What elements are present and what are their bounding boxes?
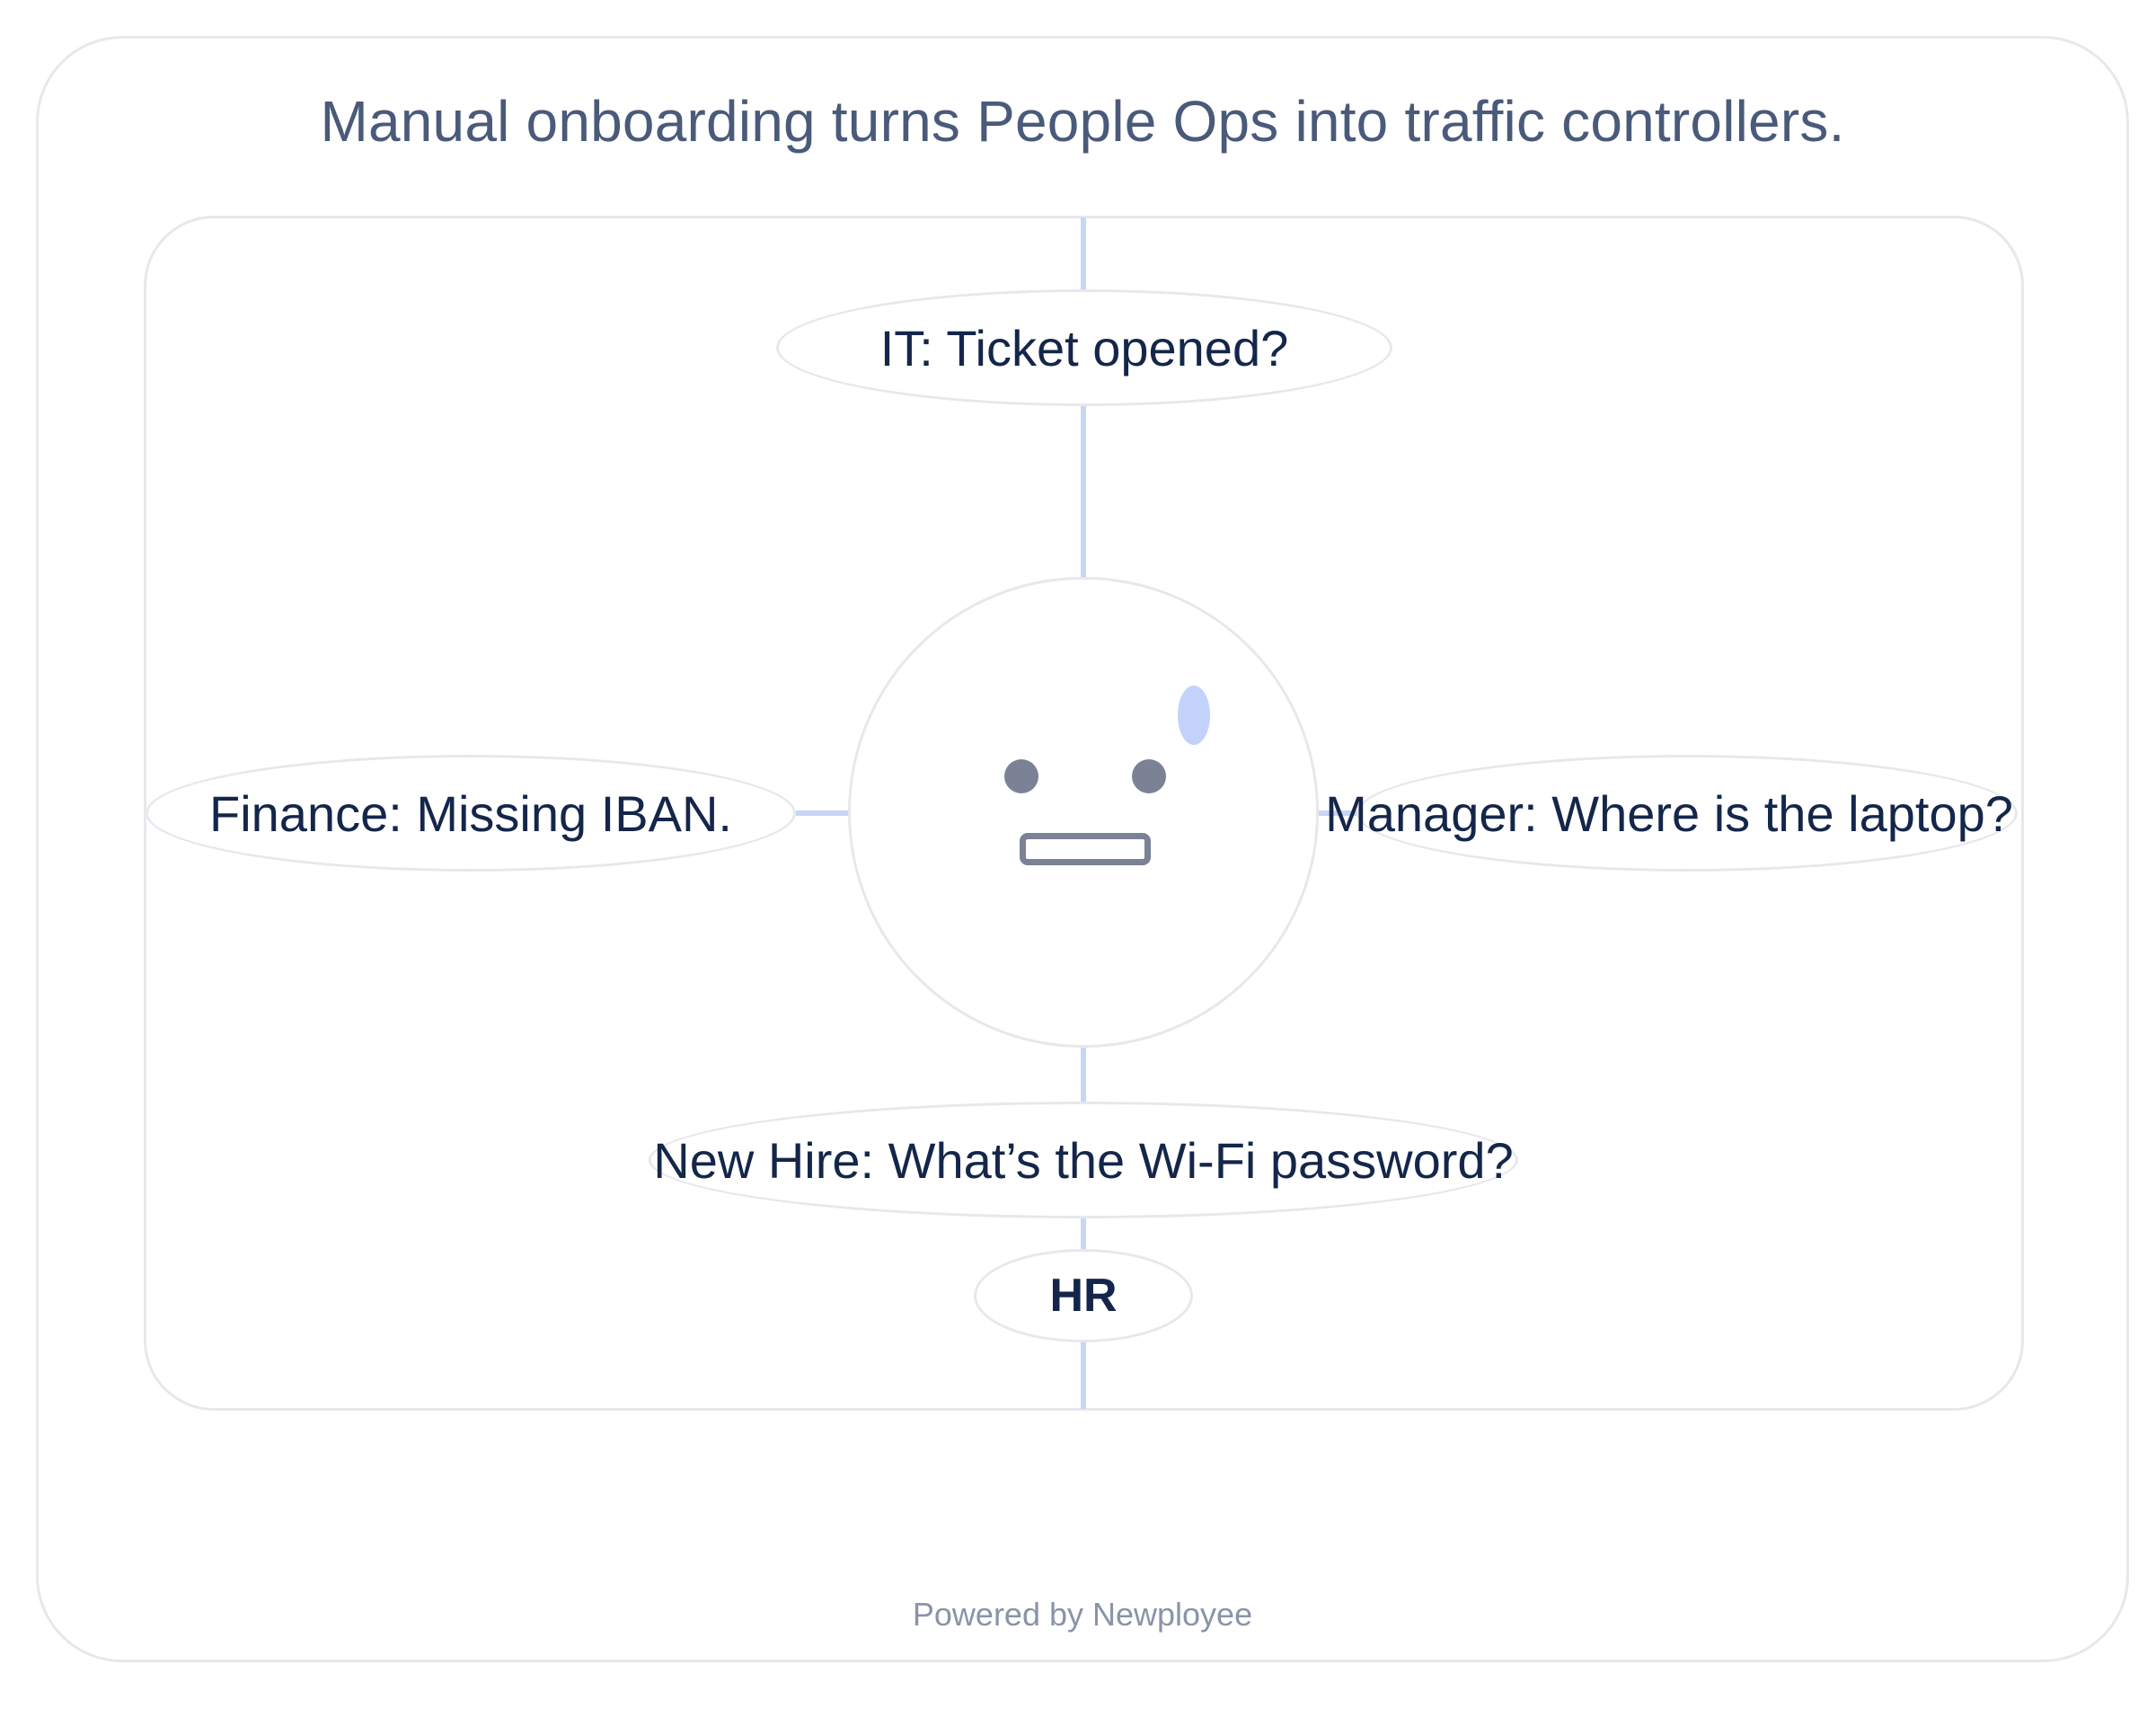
hr-bubble-label: HR bbox=[1049, 1270, 1118, 1322]
hr-bubble: HR bbox=[974, 1249, 1193, 1342]
new-hire-bubble: New Hire: What’s the Wi-Fi password? bbox=[649, 1102, 1518, 1218]
finance-bubble: Finance: Missing IBAN. bbox=[146, 755, 796, 872]
it-bubble: IT: Ticket opened? bbox=[776, 289, 1392, 406]
diagram-title: Manual onboarding turns People Ops into … bbox=[320, 89, 1845, 154]
right-eye bbox=[1132, 759, 1166, 793]
it-bubble-label: IT: Ticket opened? bbox=[879, 319, 1289, 376]
manager-bubble-label: Manager: Where is the laptop? bbox=[1325, 784, 2013, 842]
sweat-drop-icon bbox=[1178, 686, 1210, 745]
left-eye bbox=[1004, 759, 1038, 793]
diagram-frame bbox=[144, 216, 2024, 1411]
new-hire-bubble-label: New Hire: What’s the Wi-Fi password? bbox=[653, 1131, 1514, 1189]
finance-bubble-label: Finance: Missing IBAN. bbox=[209, 784, 732, 842]
footer-credit: Powered by Newployee bbox=[912, 1596, 1253, 1633]
stressed-face-icon bbox=[848, 577, 1319, 1048]
manager-bubble: Manager: Where is the laptop? bbox=[1325, 755, 2018, 872]
flat-mouth bbox=[1020, 833, 1151, 865]
